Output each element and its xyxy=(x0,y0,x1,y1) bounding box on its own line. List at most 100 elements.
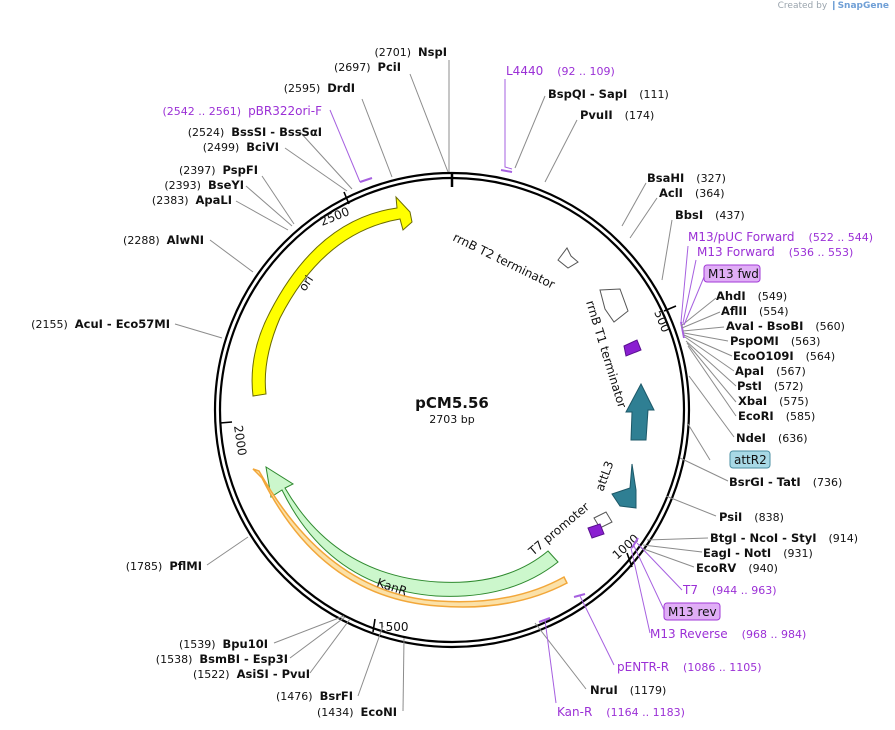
site-eagi-noti[interactable]: EagI - NotI(931) xyxy=(703,546,813,560)
primer-t7[interactable]: T7(944 .. 963) xyxy=(682,583,777,597)
m13-rev-box[interactable]: M13 rev xyxy=(663,602,721,621)
m13-fwd-box-bg xyxy=(703,264,761,283)
tick-mark-2000 xyxy=(219,421,233,424)
leader-ecori xyxy=(687,345,737,417)
site-bcivi[interactable]: (2499)BciVI xyxy=(203,140,279,154)
primer-m13-forward[interactable]: M13 Forward(536 .. 553) xyxy=(697,245,853,259)
leader-bpu10i xyxy=(273,615,345,644)
site-alwni[interactable]: (2288)AlwNI xyxy=(123,233,204,247)
site-bspqi-sapi[interactable]: BspQI - SapI(111) xyxy=(548,87,669,101)
site-bseyi[interactable]: (2393)BseYI xyxy=(164,178,244,192)
leader-xbai xyxy=(686,342,737,403)
leader-avai xyxy=(682,326,725,332)
site-nrui[interactable]: NruI(1179) xyxy=(590,683,666,697)
site-bsrgi-tati[interactable]: BsrGI - TatI(736) xyxy=(729,475,842,489)
primer-kan-r[interactable]: Kan-R(1164 .. 1183) xyxy=(557,705,685,719)
leader-bcivi xyxy=(284,147,348,192)
primer-m13-reverse[interactable]: M13 Reverse(968 .. 984) xyxy=(650,627,806,641)
leader-bbsi xyxy=(661,219,673,281)
leader-psii xyxy=(665,495,717,517)
site-apai[interactable]: ApaI(567) xyxy=(735,364,806,378)
primer-m13-puc-forward[interactable]: M13/pUC Forward(522 .. 544) xyxy=(688,230,873,244)
site-econi[interactable]: (1434)EcoNI xyxy=(317,705,397,719)
leader-m13-puc-forward xyxy=(680,245,689,323)
watermark-prefix: Created by xyxy=(777,1,828,11)
leader-l4440 xyxy=(504,79,513,170)
feature-ori[interactable] xyxy=(251,195,413,397)
attr2-box[interactable]: attR2 xyxy=(729,450,771,469)
primer-mark-t7 xyxy=(631,537,639,549)
site-pspfi[interactable]: (2397)PspFI xyxy=(179,163,258,177)
m13-fwd-box-text: M13 fwd xyxy=(708,267,759,281)
primer-l4440[interactable]: L4440(92 .. 109) xyxy=(506,64,615,78)
site-pspomi[interactable]: PspOMI(563) xyxy=(730,334,820,348)
site-btgi-ncoi-styi[interactable]: BtgI - NcoI - StyI(914) xyxy=(710,531,858,545)
site-acli[interactable]: AclI(364) xyxy=(659,186,725,200)
site-bbsi[interactable]: BbsI(437) xyxy=(675,208,745,222)
leader-econi xyxy=(402,637,405,712)
leader-pvuii xyxy=(544,119,578,183)
site-asisi[interactable]: (1522)AsiSI - PvuI xyxy=(193,667,310,681)
site-ecori[interactable]: EcoRI(585) xyxy=(738,409,815,423)
plasmid-length: 2703 bp xyxy=(429,413,474,426)
leader-bsmbi xyxy=(289,616,346,659)
site-aflii[interactable]: AflII(554) xyxy=(721,304,789,318)
m13-rev-box-text: M13 rev xyxy=(668,605,717,619)
leader-attr2-box xyxy=(687,423,711,461)
leader-bsssi xyxy=(299,131,353,190)
site-ecoo109i[interactable]: EcoO109I(564) xyxy=(733,349,835,363)
feature-rrnb-t2-terminator[interactable] xyxy=(557,247,579,269)
site-ndei[interactable]: NdeI(636) xyxy=(736,431,808,445)
site-psii[interactable]: PsiI(838) xyxy=(719,510,784,524)
site-psti[interactable]: PstI(572) xyxy=(737,379,803,393)
leader-ndei xyxy=(688,375,735,438)
site-acui[interactable]: (2155)AcuI - Eco57MI xyxy=(31,317,170,331)
backbone xyxy=(213,171,691,649)
site-avai[interactable]: AvaI - BsoBI(560) xyxy=(726,319,845,333)
m13-fwd-box[interactable]: M13 fwd xyxy=(703,264,761,283)
leader-pflmi xyxy=(206,536,249,566)
leader-bsrfi xyxy=(357,625,384,697)
site-bsmbi[interactable]: (1538)BsmBI - Esp3I xyxy=(156,652,288,666)
leader-drdi xyxy=(361,98,393,178)
leader-ecoo109i xyxy=(683,334,733,357)
site-ahdi[interactable]: AhdI(549) xyxy=(716,289,787,303)
primer-pbr322ori-f[interactable]: (2542 .. 2561)pBR322ori-F xyxy=(163,104,323,118)
site-apali[interactable]: (2383)ApaLI xyxy=(152,193,232,207)
watermark-brand: SnapGene xyxy=(837,1,889,11)
primer-pentr-r[interactable]: pENTR-R(1086 .. 1105) xyxy=(617,660,762,674)
feature-attl3[interactable] xyxy=(611,463,637,509)
leader-bsahi xyxy=(621,182,647,227)
feature-attl3-label: attL3 xyxy=(593,459,617,493)
site-bsssi[interactable]: (2524)BssSI - BssSαI xyxy=(188,125,322,139)
leader-apai xyxy=(684,336,735,372)
sites-left: (2701)NspI (2697)PciI (2595)DrdI (2524)B… xyxy=(31,45,447,719)
site-xbai[interactable]: XbaI(575) xyxy=(738,394,809,408)
feature-kanr[interactable] xyxy=(265,465,559,597)
site-bsahi[interactable]: BsaHI(327) xyxy=(647,171,726,185)
site-pcii[interactable]: (2697)PciI xyxy=(334,60,401,74)
site-pflmi[interactable]: (1785)PflMI xyxy=(126,559,202,573)
leader-t7-primer xyxy=(636,542,683,591)
leader-pentr-r xyxy=(579,595,615,666)
feature-attr2-arrow[interactable] xyxy=(625,382,655,441)
lac-operator-marker-top xyxy=(623,339,642,357)
snapgene-watermark: Created by ❙SnapGene xyxy=(778,1,889,11)
leader-pspomi xyxy=(683,332,729,342)
leader-pcii xyxy=(409,73,449,173)
leader-bsrgi xyxy=(679,457,729,482)
site-drdi[interactable]: (2595)DrdI xyxy=(284,81,355,95)
site-ecorv[interactable]: EcoRV(940) xyxy=(696,561,778,575)
site-nspi[interactable]: (2701)NspI xyxy=(374,45,447,59)
tick-label-500: 500 xyxy=(651,308,673,334)
site-bsrfi[interactable]: (1476)BsrFI xyxy=(276,689,353,703)
leader-alwni xyxy=(209,239,254,273)
leader-eagi xyxy=(642,544,703,553)
site-pvuii[interactable]: PvuII(174) xyxy=(580,108,654,122)
snapgene-logo-icon: ❙ xyxy=(830,1,838,11)
site-bpu10i[interactable]: (1539)Bpu10I xyxy=(179,637,268,651)
feature-rrnb-t1-terminator[interactable] xyxy=(599,288,629,323)
leader-m13-forward xyxy=(682,259,697,324)
leader-kan-r xyxy=(544,619,557,704)
